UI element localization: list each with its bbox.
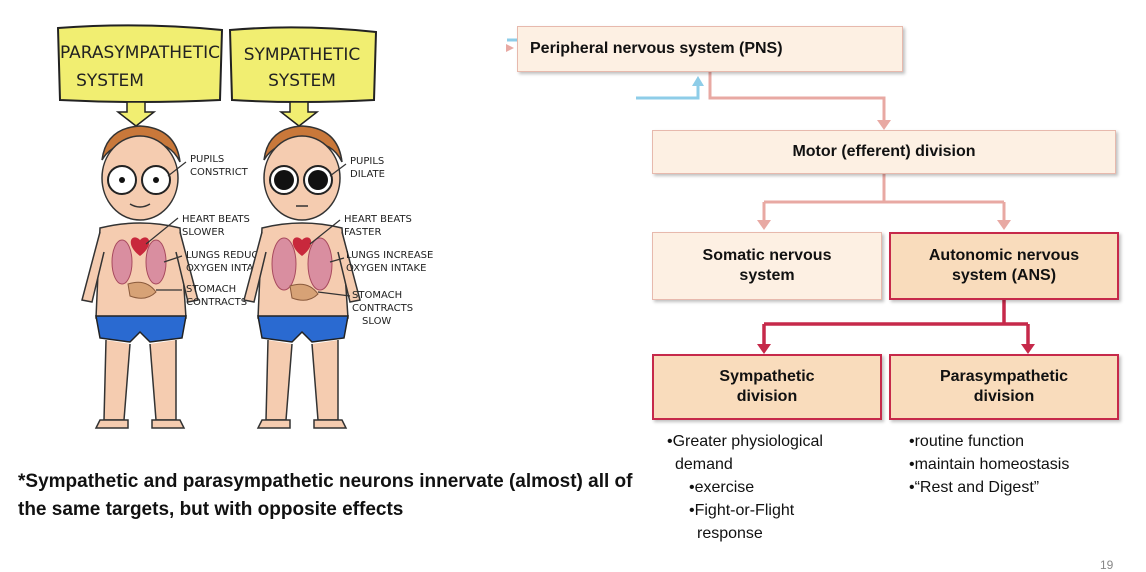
parasympathetic-notes: PUPILS CONSTRICT HEART BEATS SLOWER LUNG… bbox=[182, 154, 266, 308]
list-item: •“Rest and Digest” bbox=[909, 479, 1040, 496]
note-stomach-line2: CONTRACTS bbox=[352, 303, 413, 314]
sympathetic-box: Sympathetic division bbox=[652, 354, 882, 420]
sympathetic-bullets: •Greater physiological demand •exercise … bbox=[667, 430, 823, 545]
note-pupils-line1: PUPILS bbox=[190, 154, 224, 165]
cartoon-illustration: PARASYMPATHETIC SYSTEM SYMPATHETIC SYSTE… bbox=[56, 24, 433, 429]
note-pupils-line2: DILATE bbox=[350, 169, 385, 180]
autonomic-box: Autonomic nervous system (ANS) bbox=[889, 232, 1119, 300]
parasympathetic-sign: PARASYMPATHETIC SYSTEM bbox=[56, 24, 224, 127]
parasympathetic-figure bbox=[81, 125, 199, 429]
parasympathetic-sign-line1: PARASYMPATHETIC bbox=[60, 43, 220, 63]
note-heart-line1: HEART BEATS bbox=[182, 214, 250, 225]
list-item: demand bbox=[675, 456, 733, 473]
note-heart-line2: SLOWER bbox=[182, 227, 225, 238]
note-stomach-line2: CONTRACTS bbox=[186, 297, 247, 308]
note-lungs-line1: LUNGS INCREASE bbox=[346, 250, 433, 261]
note-stomach-line1: STOMACH bbox=[352, 290, 402, 301]
page-number: 19 bbox=[1100, 558, 1114, 572]
sympathetic-figure bbox=[243, 125, 361, 429]
somatic-box: Somatic nervous system bbox=[652, 232, 882, 300]
heart-icon bbox=[292, 237, 312, 256]
list-item: •maintain homeostasis bbox=[909, 456, 1070, 473]
note-stomach-line3: SLOW bbox=[362, 316, 391, 327]
parasympathetic-bullets: •routine function •maintain homeostasis … bbox=[909, 430, 1069, 499]
note-lungs-line1: LUNGS REDUCE bbox=[186, 250, 265, 261]
strong-connectors bbox=[762, 300, 1030, 344]
somatic-label: Somatic nervous system bbox=[702, 247, 832, 284]
pns-box: Peripheral nervous system (PNS) bbox=[517, 26, 903, 72]
sympathetic-sign: SYMPATHETIC SYSTEM bbox=[228, 26, 378, 127]
list-item: •exercise bbox=[689, 479, 755, 496]
parasympathetic-label: Parasympathetic division bbox=[939, 368, 1069, 405]
note-stomach-line1: STOMACH bbox=[186, 284, 236, 295]
arrow-icon bbox=[506, 44, 514, 52]
list-item: response bbox=[697, 525, 763, 542]
note-heart-line1: HEART BEATS bbox=[344, 214, 412, 225]
motor-division-box: Motor (efferent) division bbox=[652, 130, 1116, 174]
sympathetic-sign-line2: SYSTEM bbox=[268, 71, 336, 91]
motor-division-label: Motor (efferent) division bbox=[792, 143, 976, 160]
down-arrow-icon bbox=[278, 101, 320, 127]
note-pupils-line2: CONSTRICT bbox=[190, 167, 249, 178]
sympathetic-notes: PUPILS DILATE HEART BEATS FASTER LUNGS I… bbox=[344, 156, 433, 327]
list-item: •Fight-or-Flight bbox=[689, 502, 795, 519]
down-arrow-icon bbox=[115, 101, 157, 127]
sympathetic-sign-line1: SYMPATHETIC bbox=[244, 45, 361, 65]
note-pupils-line1: PUPILS bbox=[350, 156, 384, 167]
parasympathetic-sign-line2: SYSTEM bbox=[76, 71, 144, 91]
pns-label: Peripheral nervous system (PNS) bbox=[530, 40, 783, 57]
list-item: •routine function bbox=[909, 433, 1025, 450]
footnote: *Sympathetic and parasympathetic neurons… bbox=[18, 471, 633, 520]
heart-icon bbox=[130, 237, 150, 256]
autonomic-label: Autonomic nervous system (ANS) bbox=[928, 247, 1080, 284]
sympathetic-label: Sympathetic division bbox=[719, 368, 815, 405]
note-lungs-line2: OXYGEN INTAKE bbox=[186, 263, 266, 274]
strong-arrowheads bbox=[757, 344, 1035, 354]
note-lungs-line2: OXYGEN INTAKE bbox=[346, 263, 426, 274]
list-item: •Greater physiological bbox=[667, 433, 823, 450]
parasympathetic-box: Parasympathetic division bbox=[889, 354, 1119, 420]
note-heart-line2: FASTER bbox=[344, 227, 381, 238]
